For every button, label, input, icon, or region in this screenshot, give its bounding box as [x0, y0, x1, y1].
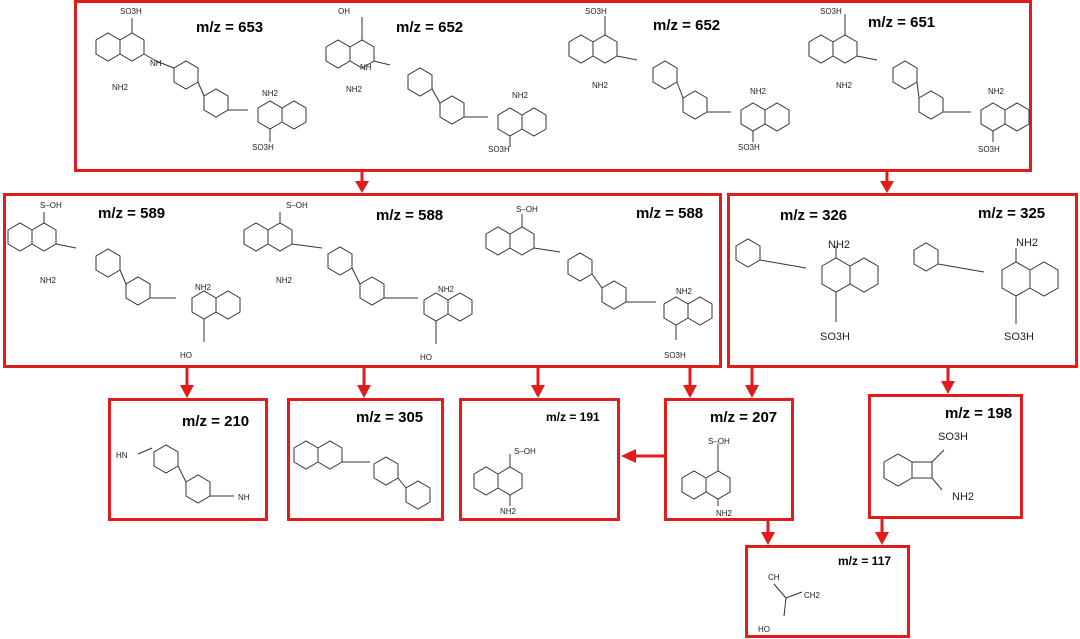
mz-label-652b: m/z = 652: [653, 17, 721, 34]
box-210: [108, 398, 268, 521]
mz-label-652a: m/z = 652: [396, 19, 464, 36]
label-soh-588b: S–OH: [516, 205, 538, 214]
label-sulfo-651-b: SO3H: [978, 145, 1000, 154]
label-sulfo-325: SO3H: [1004, 331, 1034, 343]
box-191: [459, 398, 620, 521]
label-sulfo-588b: SO3H: [664, 351, 686, 360]
label-sulfo-326: SO3H: [820, 331, 850, 343]
box-117: [745, 545, 910, 638]
label-nh2-326: NH2: [828, 239, 850, 251]
mz-label-653: m/z = 653: [196, 19, 264, 36]
label-hn-210: HN: [116, 451, 128, 460]
label-nh2b: NH2: [262, 89, 279, 98]
mz-label-210: m/z = 210: [182, 413, 250, 430]
box-305: [287, 398, 444, 521]
label-nh2-588a-b: NH2: [438, 285, 455, 294]
label-sulfo-b: SO3H: [252, 143, 274, 152]
label-nh2-589-b: NH2: [195, 283, 212, 292]
label-soh-588a: S–OH: [286, 201, 308, 210]
label-sulfo: SO3H: [120, 7, 142, 16]
mz-label-325: m/z = 325: [978, 205, 1046, 222]
label-ch-117: CH: [768, 573, 780, 582]
mz-label-588b: m/z = 588: [636, 205, 704, 222]
label-nh2-652a-b: NH2: [512, 91, 529, 100]
mz-label-588a: m/z = 588: [376, 207, 444, 224]
label-nh-652a: NH: [360, 63, 372, 72]
mz-label-326: m/z = 326: [780, 207, 848, 224]
arrow-to-207-left: [683, 368, 697, 398]
box-207: [664, 398, 794, 521]
label-nh2-589: NH2: [40, 276, 57, 285]
arrow-207-to-191: [621, 449, 664, 463]
label-ho-588a: HO: [420, 353, 432, 362]
label-ch2-117: CH2: [804, 591, 821, 600]
label-sulfo-652b-b: SO3H: [738, 143, 760, 152]
label-nh2-207: NH2: [716, 509, 733, 518]
arrow-parent-to-desulfonated: [355, 172, 369, 193]
label-nh2-652a: NH2: [346, 85, 363, 94]
mz-label-589: m/z = 589: [98, 205, 166, 222]
arrow-to-207-right: [745, 368, 759, 398]
label-oh-652a: OH: [338, 7, 350, 16]
label-soh-207: S–OH: [708, 437, 730, 446]
label-sulfo-652a: SO3H: [488, 145, 510, 154]
label-amine: NH: [150, 59, 162, 68]
label-nh2-652b-b: NH2: [750, 87, 767, 96]
label-nh2-652b: NH2: [592, 81, 609, 90]
label-soh-191: S–OH: [514, 447, 536, 456]
arrow-to-210: [180, 368, 194, 398]
label-nh2-325: NH2: [1016, 237, 1038, 249]
label-ho-589: HO: [180, 351, 192, 360]
arrow-198-to-117: [875, 519, 889, 545]
label-nh2-198: NH2: [952, 491, 974, 503]
group-box-desulfonated: [3, 193, 722, 368]
mz-label-305: m/z = 305: [356, 409, 424, 426]
label-soh-589: S–OH: [40, 201, 62, 210]
label-ho-117: HO: [758, 625, 770, 634]
label-nh-210: NH: [238, 493, 250, 502]
mz-label-651: m/z = 651: [868, 14, 936, 31]
label-sulfo-651: SO3H: [820, 7, 842, 16]
label-nh2-651-b: NH2: [988, 87, 1005, 96]
label-sulfo-652b: SO3H: [585, 7, 607, 16]
mz-label-191: m/z = 191: [546, 410, 600, 424]
label-nh2-191: NH2: [500, 507, 517, 516]
arrow-parent-to-cleaved: [880, 172, 894, 193]
label-nh2-651: NH2: [836, 81, 853, 90]
mz-label-198: m/z = 198: [945, 405, 1013, 422]
label-nh2-588a: NH2: [276, 276, 293, 285]
mz-label-207: m/z = 207: [710, 409, 778, 426]
arrow-to-305: [357, 368, 371, 398]
group-box-cleaved: [727, 193, 1078, 368]
label-sulfo-198: SO3H: [938, 431, 968, 443]
arrow-to-191: [531, 368, 545, 398]
label-nh2-588b: NH2: [676, 287, 693, 296]
mz-label-117: m/z = 117: [838, 554, 892, 568]
label-nh2: NH2: [112, 83, 129, 92]
arrow-to-198: [941, 368, 955, 394]
arrow-207-to-117: [761, 521, 775, 545]
group-box-parent-ions: [74, 0, 1032, 172]
